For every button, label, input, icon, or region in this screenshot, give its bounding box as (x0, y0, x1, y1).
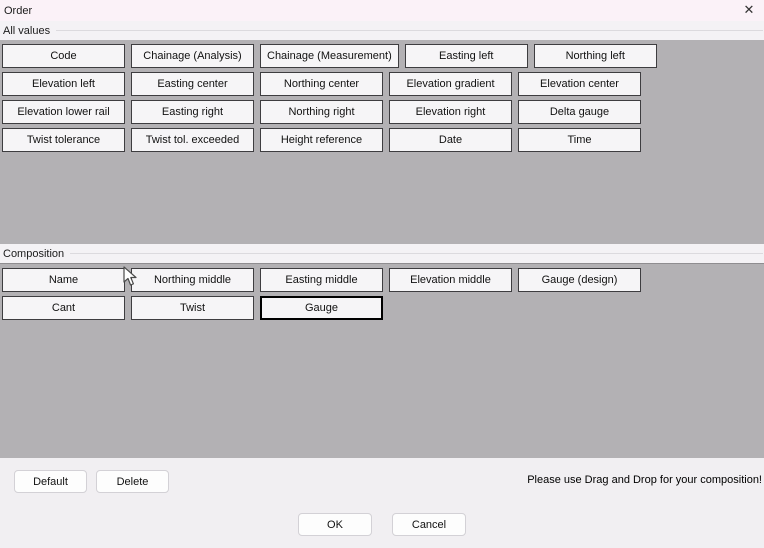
cancel-button[interactable]: Cancel (392, 513, 466, 536)
value-button-easting-center[interactable]: Easting center (131, 72, 254, 96)
value-button-northing-middle[interactable]: Northing middle (131, 268, 254, 292)
default-button[interactable]: Default (14, 470, 87, 493)
value-button-easting-right[interactable]: Easting right (131, 100, 254, 124)
all-values-header: All values (0, 21, 764, 40)
delete-button[interactable]: Delete (96, 470, 169, 493)
composition-header: Composition (0, 244, 764, 263)
all-values-label: All values (3, 24, 51, 37)
value-button-twist-tol-exceeded[interactable]: Twist tol. exceeded (131, 128, 254, 152)
value-button-northing-center[interactable]: Northing center (260, 72, 383, 96)
value-button-name[interactable]: Name (2, 268, 125, 292)
composition-divider (70, 253, 763, 254)
value-button-chainage-measurement[interactable]: Chainage (Measurement) (260, 44, 399, 68)
value-button-elevation-middle[interactable]: Elevation middle (389, 268, 512, 292)
value-button-easting-middle[interactable]: Easting middle (260, 268, 383, 292)
value-button-time[interactable]: Time (518, 128, 641, 152)
value-button-chainage-analysis[interactable]: Chainage (Analysis) (131, 44, 254, 68)
dialog-actions: OK Cancel (0, 513, 764, 536)
value-button-height-reference[interactable]: Height reference (260, 128, 383, 152)
value-button-elevation-right[interactable]: Elevation right (389, 100, 512, 124)
value-button-twist[interactable]: Twist (131, 296, 254, 320)
composition-label: Composition (3, 247, 65, 260)
value-button-cant[interactable]: Cant (2, 296, 125, 320)
window-title: Order (4, 4, 33, 17)
drag-drop-hint: Please use Drag and Drop for your compos… (527, 474, 762, 486)
title-bar: Order ✕ (0, 0, 764, 21)
footer: Default Delete Please use Drag and Drop … (0, 458, 764, 548)
all-values-divider (56, 30, 763, 31)
value-button-northing-right[interactable]: Northing right (260, 100, 383, 124)
value-button-delta-gauge[interactable]: Delta gauge (518, 100, 641, 124)
value-button-easting-left[interactable]: Easting left (404, 44, 528, 68)
value-button-date[interactable]: Date (389, 128, 512, 152)
value-button-elevation-left[interactable]: Elevation left (2, 72, 125, 96)
value-button-elevation-gradient[interactable]: Elevation gradient (389, 72, 512, 96)
value-button-twist-tolerance[interactable]: Twist tolerance (2, 128, 125, 152)
value-button-northing-left[interactable]: Northing left (533, 44, 657, 68)
value-button-gauge-design[interactable]: Gauge (design) (518, 268, 641, 292)
ok-button[interactable]: OK (298, 513, 372, 536)
value-button-elevation-center[interactable]: Elevation center (518, 72, 641, 96)
value-button-gauge[interactable]: Gauge (260, 296, 383, 320)
value-button-elevation-lower-rail[interactable]: Elevation lower rail (2, 100, 125, 124)
value-button-code[interactable]: Code (2, 44, 125, 68)
close-icon[interactable]: ✕ (734, 0, 764, 21)
